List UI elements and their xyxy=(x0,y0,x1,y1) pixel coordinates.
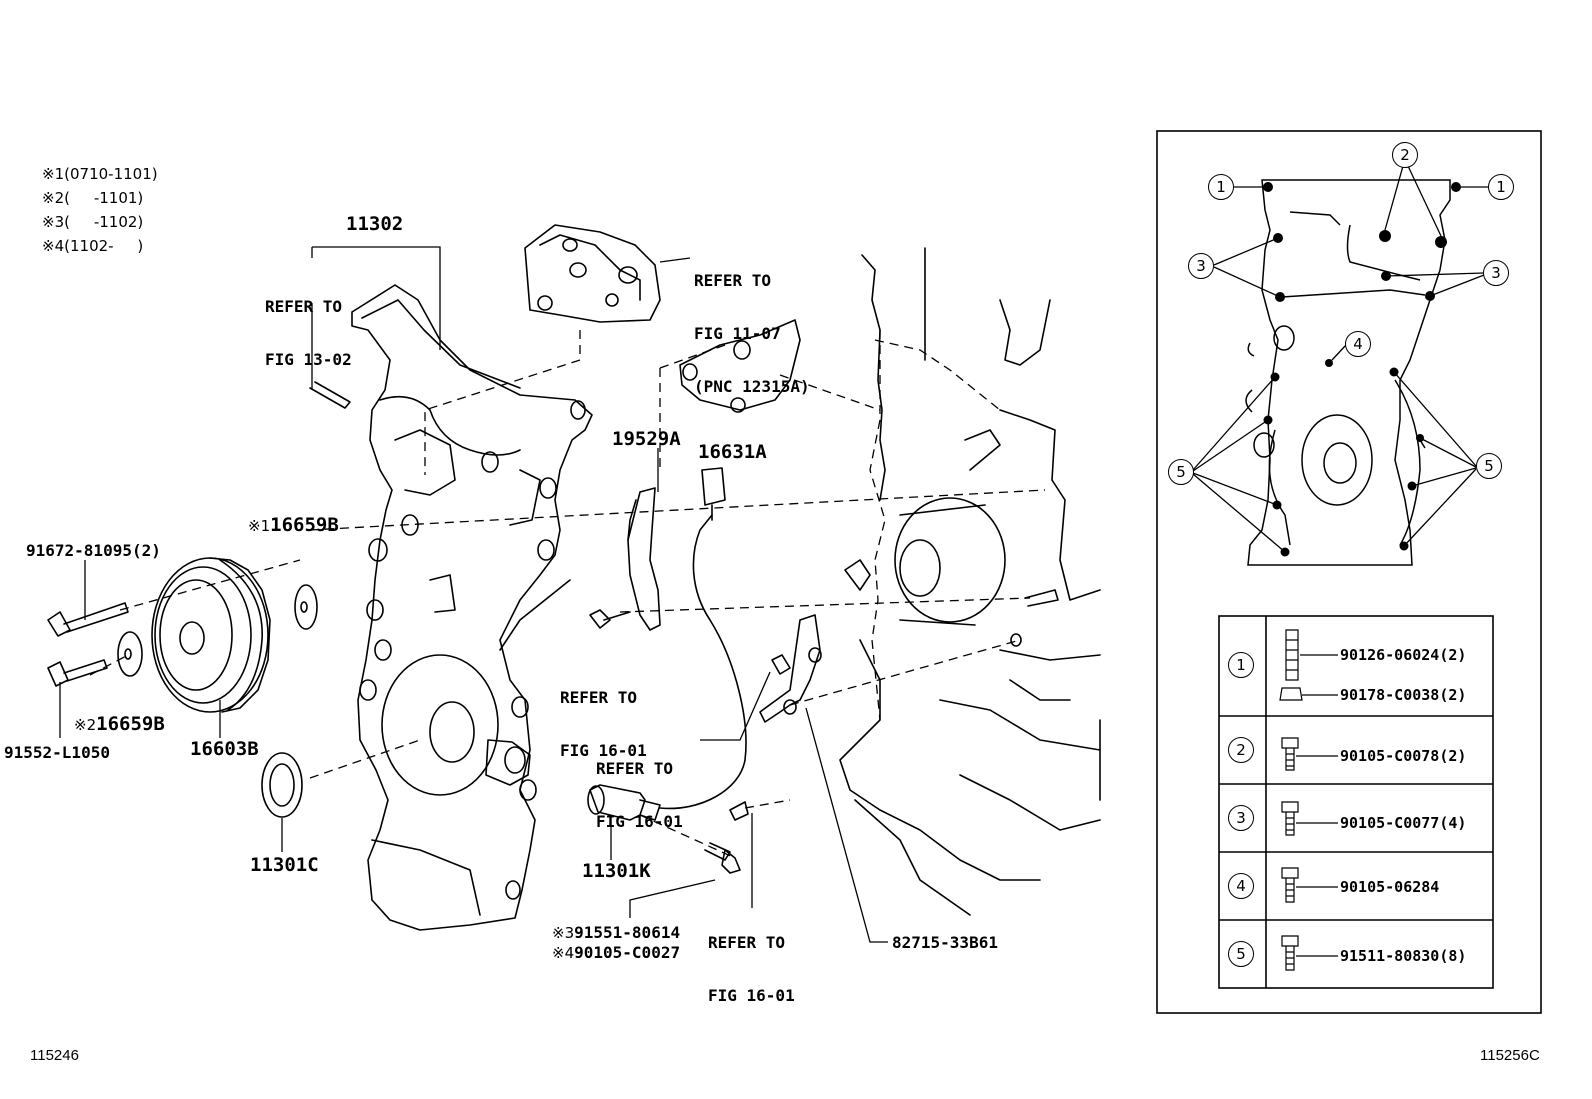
sheet-id-left: 115246 xyxy=(30,1047,79,1064)
inset-panel xyxy=(1156,130,1542,1014)
inset-callout-4[interactable]: 4 xyxy=(1345,331,1371,357)
part-label-16603b[interactable]: 16603B xyxy=(190,738,259,760)
bolt-table-part[interactable]: 90178-C0038(2) xyxy=(1340,686,1467,704)
refer-fig-11-07[interactable]: REFER TO FIG 11-07 (PNC 12315A) xyxy=(694,241,810,411)
leader-lines xyxy=(59,246,888,943)
part-label-90105-c0027[interactable]: ※490105-C0027 xyxy=(552,945,680,961)
bolt-table-part[interactable]: 90126-06024(2) xyxy=(1340,646,1467,664)
bolt-table-num-4: 4 xyxy=(1228,873,1254,899)
part-label-16631a[interactable]: 16631A xyxy=(698,441,767,463)
bolt-drawings xyxy=(47,381,1059,874)
inset-callout-2[interactable]: 2 xyxy=(1392,142,1418,168)
washer-drawings xyxy=(117,584,318,818)
part-label-82715-33b61[interactable]: 82715-33B61 xyxy=(892,933,998,952)
bolt-table-num-2: 2 xyxy=(1228,737,1254,763)
part-label-11301c[interactable]: 11301C xyxy=(250,854,319,876)
refer-line-2: FIG 13-02 xyxy=(265,350,352,369)
part-label-11301k[interactable]: 11301K xyxy=(582,860,651,882)
refer-line-2: FIG 16-01 xyxy=(596,812,683,831)
timing-cover-drawing xyxy=(351,284,593,931)
part-label-19529a[interactable]: 19529A xyxy=(612,428,681,450)
part-number: 16659B xyxy=(270,514,339,536)
date-note-1: ※1(0710-1101) xyxy=(42,165,158,183)
applicability-mark: ※2 xyxy=(74,716,97,734)
refer-fig-16-01-c[interactable]: REFER TO FIG 16-01 xyxy=(708,903,795,1020)
part-label-91552-l1050[interactable]: 91552-L1050 xyxy=(4,743,110,762)
bolt-table-num-3: 3 xyxy=(1228,805,1254,831)
part-label-91672-81095[interactable]: 91672-81095(2) xyxy=(26,541,161,560)
bolt-table-num-5: 5 xyxy=(1228,941,1254,967)
part-label-16659b-1[interactable]: ※116659B xyxy=(248,516,339,535)
sheet-id-right: 115256C xyxy=(1480,1047,1540,1064)
applicability-mark: ※3 xyxy=(552,924,575,942)
refer-fig-16-01-a[interactable]: REFER TO FIG 16-01 xyxy=(560,658,647,775)
refer-fig-13-02[interactable]: REFER TO FIG 13-02 xyxy=(265,267,352,384)
bracket-16631a-drawing xyxy=(679,319,801,413)
bolt-table-num-1: 1 xyxy=(1228,652,1254,678)
date-note-2: ※2( -1101) xyxy=(42,189,144,207)
inset-callout-3-left[interactable]: 3 xyxy=(1188,253,1214,279)
refer-line-2: FIG 16-01 xyxy=(560,741,647,760)
applicability-mark: ※1 xyxy=(248,517,271,535)
sensor-drawing xyxy=(587,467,747,821)
part-label-16659b-2[interactable]: ※216659B xyxy=(74,715,165,734)
inset-callout-1-right[interactable]: 1 xyxy=(1488,174,1514,200)
bolt-table-part[interactable]: 90105-C0077(4) xyxy=(1340,814,1467,832)
inset-callout-5-right[interactable]: 5 xyxy=(1476,453,1502,479)
refer-line-3: (PNC 12315A) xyxy=(694,377,810,396)
refer-fig-16-01-b[interactable]: REFER TO FIG 16-01 xyxy=(596,729,683,846)
part-label-91551-80614[interactable]: ※391551-80614 xyxy=(552,925,680,941)
mount-bracket-drawing xyxy=(524,224,661,323)
refer-line-1: REFER TO xyxy=(265,297,343,316)
refer-line-1: REFER TO xyxy=(596,759,674,778)
bolt-table-part[interactable]: 90105-C0078(2) xyxy=(1340,747,1467,765)
refer-line-2: FIG 11-07 xyxy=(694,324,781,343)
engine-block-drawing xyxy=(839,247,1101,916)
refer-line-1: REFER TO xyxy=(708,933,786,952)
bolt-table-part[interactable]: 90105-06284 xyxy=(1340,878,1440,896)
dashed-guides xyxy=(89,330,1046,859)
inset-callout-1-left[interactable]: 1 xyxy=(1208,174,1234,200)
refer-line-2: FIG 16-01 xyxy=(708,986,795,1005)
date-note-4: ※4(1102- ) xyxy=(42,237,144,255)
bolt-table-part[interactable]: 91511-80830(8) xyxy=(1340,947,1467,965)
part-number: 91551-80614 xyxy=(574,923,681,942)
applicability-mark: ※4 xyxy=(552,944,575,962)
crank-pulley-drawing xyxy=(151,557,271,713)
refer-line-1: REFER TO xyxy=(694,271,772,290)
inset-callout-5-left[interactable]: 5 xyxy=(1168,459,1194,485)
part-label-11302[interactable]: 11302 xyxy=(346,213,404,235)
part-number: 90105-C0027 xyxy=(574,943,681,962)
refer-line-1: REFER TO xyxy=(560,688,638,707)
inset-callout-3-right[interactable]: 3 xyxy=(1483,260,1509,286)
date-note-3: ※3( -1102) xyxy=(42,213,144,231)
bracket-19529a-drawing xyxy=(627,487,661,631)
part-number: 16659B xyxy=(96,713,165,735)
